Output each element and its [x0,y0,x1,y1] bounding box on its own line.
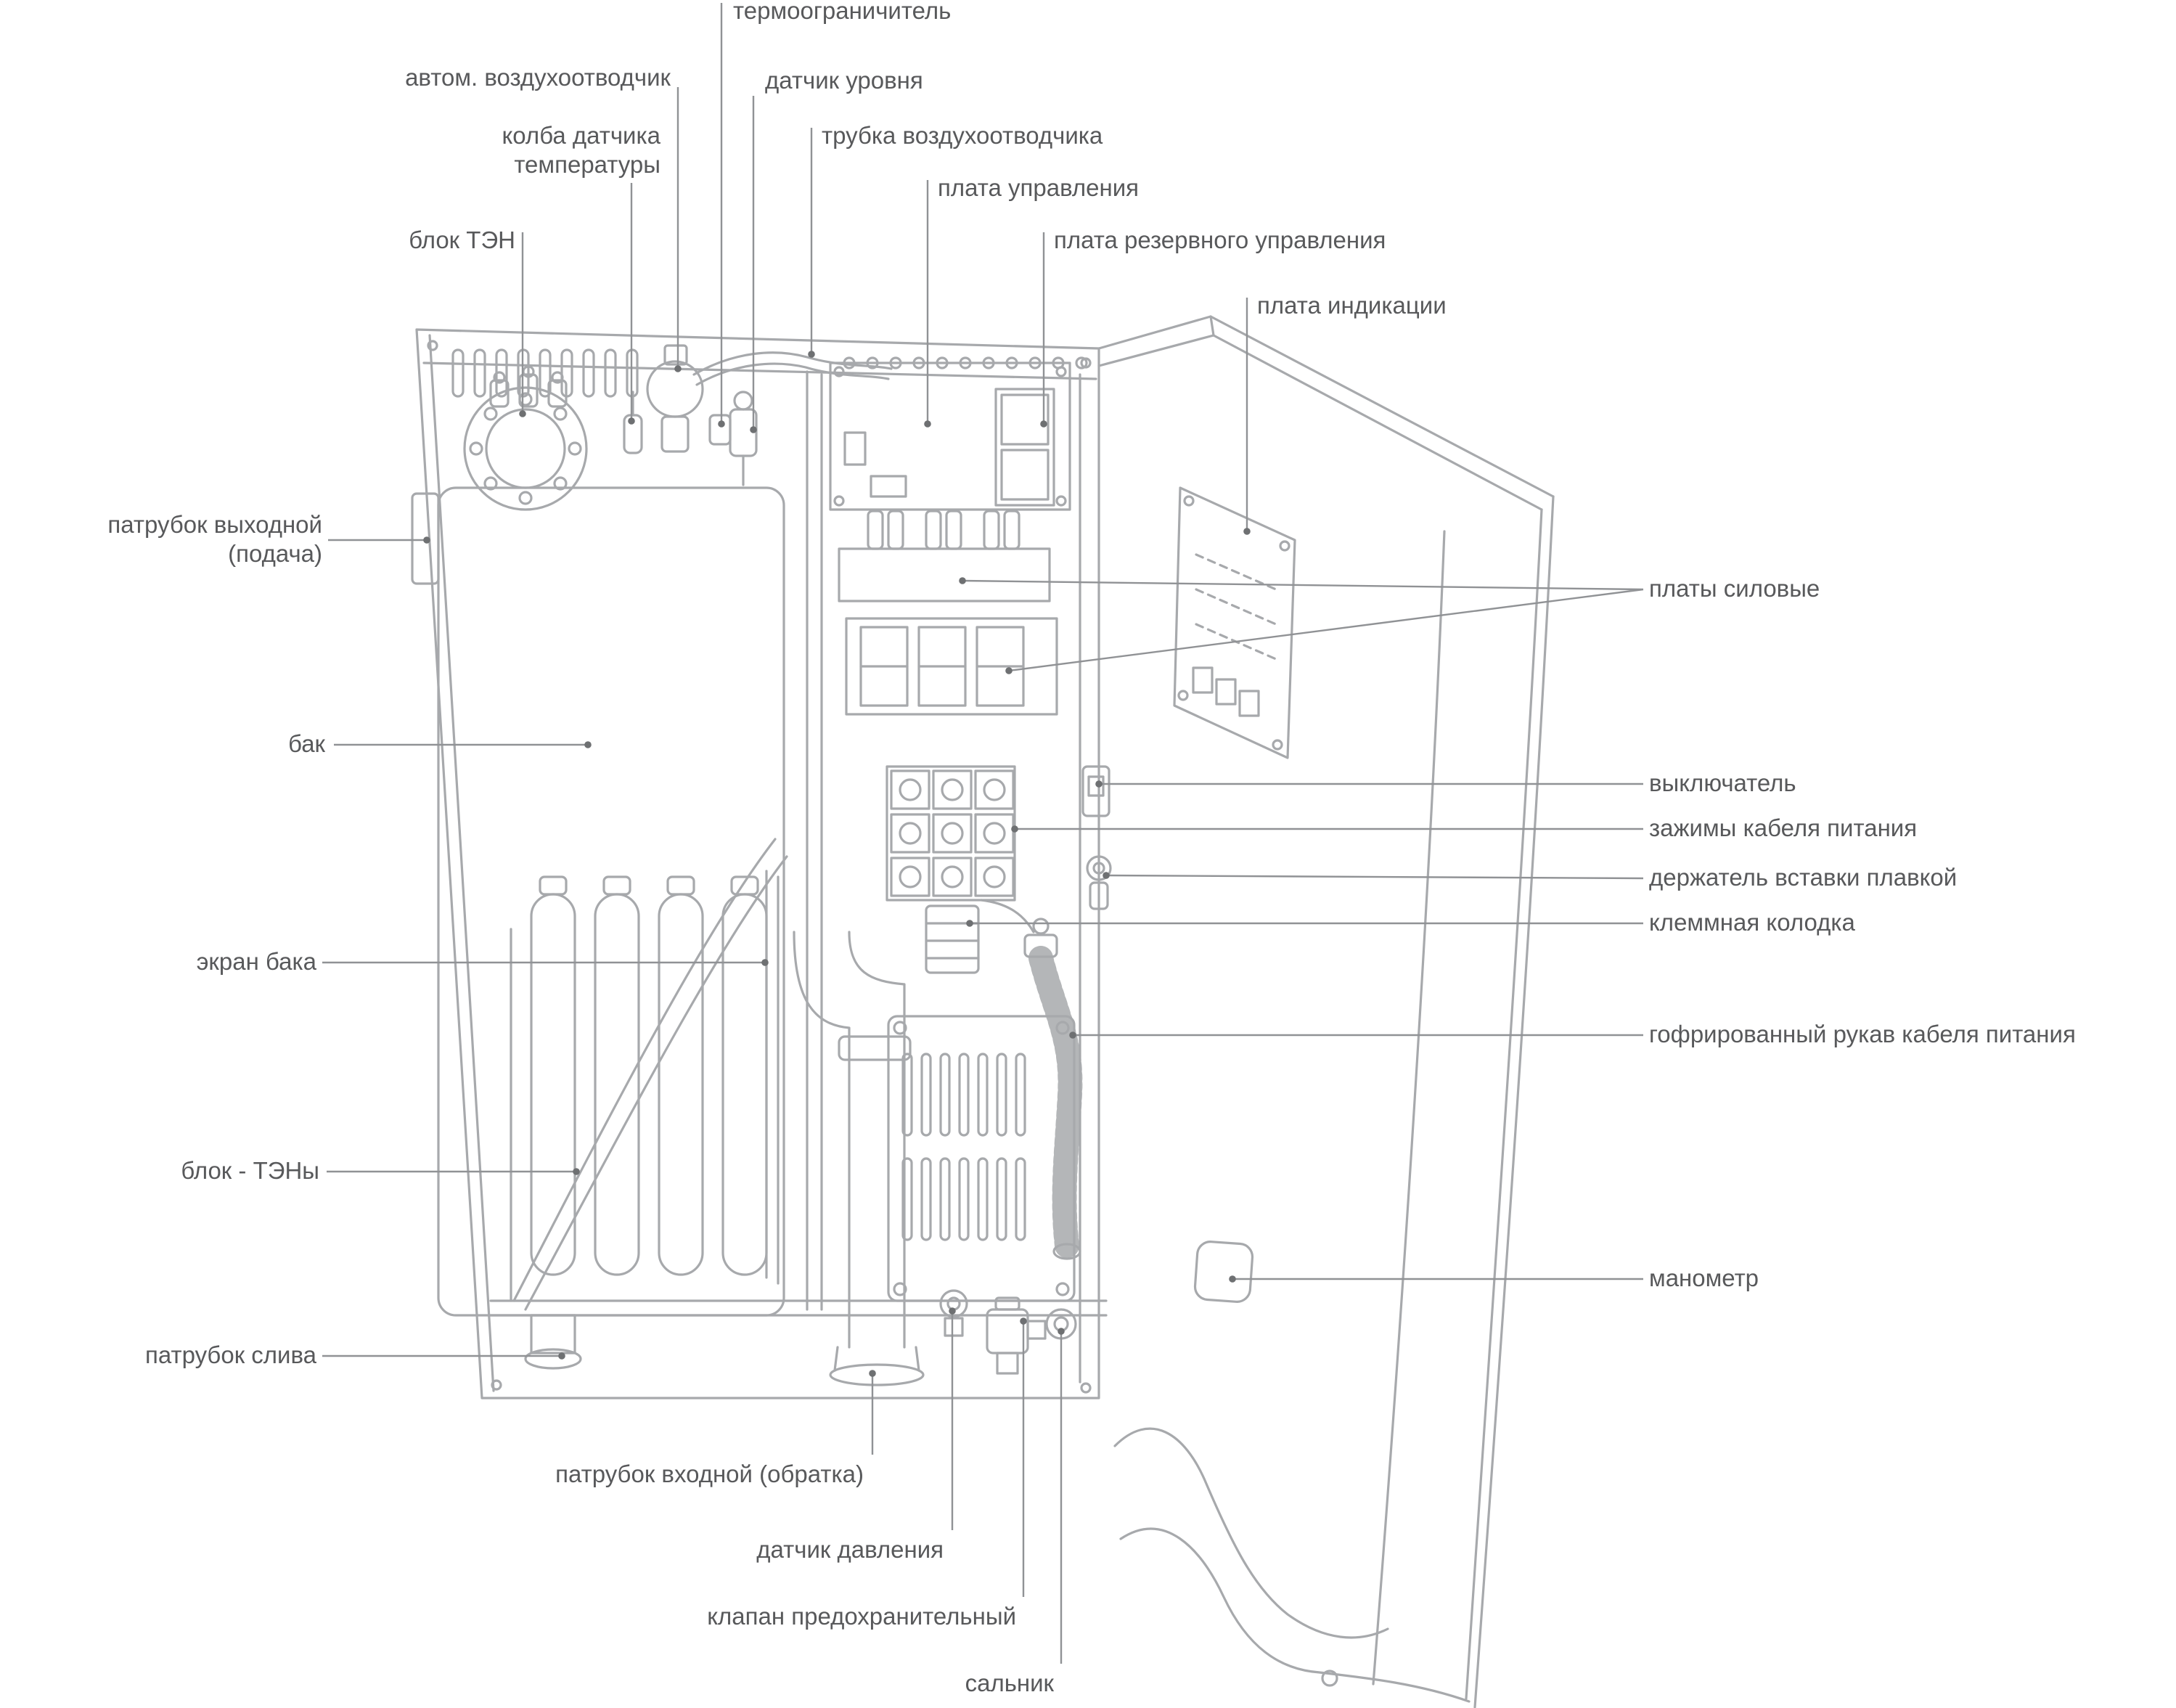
control-board-part [829,361,1071,511]
air-vent-tube-part [692,351,893,386]
label-temp-sensor-bulb: колба датчика температуры [502,123,661,179]
label-inlet-pipe: патрубок входной (обратка) [555,1462,864,1488]
base-plate [489,1299,1108,1317]
label-safety-valve: клапан предохранительный [707,1604,1016,1630]
label-tank-screen: экран бака [196,949,316,976]
auto-air-vent-part [646,344,704,453]
label-pressure-gauge: манометр [1649,1266,1759,1292]
backup-control-board-part [994,388,1055,507]
cable-clamps-part [885,765,1016,902]
label-auto-air-vent: автом. воздухоотводчик [405,65,671,91]
pressure-gauge-part [1193,1241,1254,1303]
label-gland: сальник [965,1671,1054,1697]
heating-elements-part [530,875,768,1276]
cabinet-outline [415,328,1100,1400]
label-cable-sleeve: гофрированный рукав кабеля питания [1649,1022,2076,1048]
label-indication-board: плата индикации [1257,293,1447,319]
label-pressure-sensor: датчик давления [756,1537,944,1564]
label-fuse-holder: держатель вставки плавкой [1649,865,1958,891]
thermolimiter-part [708,414,732,446]
cable-sleeve-part [980,899,1083,1260]
level-sensor-part [729,391,758,486]
label-level-sensor: датчик уровня [765,68,923,94]
leader-lines [322,3,1644,1664]
heater-block-flange [463,365,588,511]
label-cable-clamps: зажимы кабеля питания [1649,816,1918,842]
fuse-holder-part [1086,855,1112,910]
label-switch: выключатель [1649,771,1796,797]
switch-part [1081,765,1111,817]
drain-pipe-part [524,1314,582,1370]
door [1097,315,1555,1708]
power-boards-part [838,510,1058,716]
label-control-board: плата управления [938,176,1140,202]
label-thermolimiter: термоограничитель [733,0,952,25]
label-drain-pipe: патрубок слива [144,1343,316,1369]
label-power-boards: платы силовые [1649,576,1820,602]
vented-panel [887,1015,1076,1302]
label-outlet-pipe: патрубок выходной (подача) [107,512,322,568]
label-backup-control-board: плата резервного управления [1054,228,1386,254]
label-tank: бак [288,732,325,758]
label-air-vent-tube: трубка воздухоотводчика [822,123,1103,150]
label-heater-block: блок ТЭН [409,228,515,254]
tank [411,370,823,1317]
tank-screen-part [510,838,788,1311]
safety-valve-part [986,1296,1047,1375]
inlet-pipe-part [793,931,925,1386]
thermowell-part [623,391,643,454]
indication-board-part [1173,486,1296,759]
label-heating-elements: блок - ТЭНы [181,1159,319,1185]
leader-dots [423,351,1251,1377]
terminal-block-part [925,904,980,974]
label-terminal-block: клеммная колодка [1649,910,1855,936]
